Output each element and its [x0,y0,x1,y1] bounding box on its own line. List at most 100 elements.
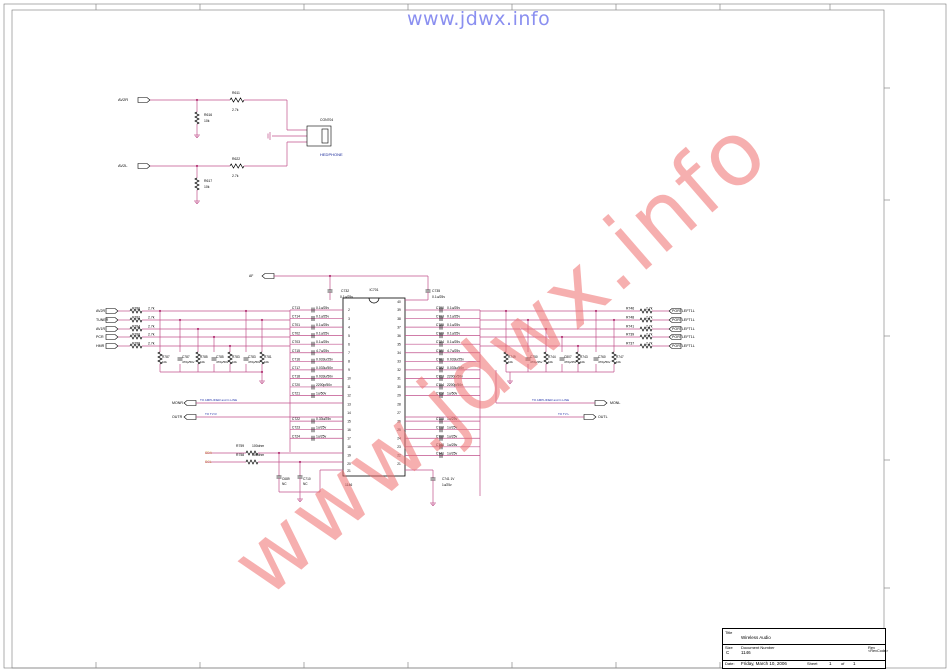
ic-pin-number: 28 [397,402,401,406]
capacitor-value: 0.033u/25v [447,357,464,361]
ic-body [342,297,406,477]
resistor-value: 2.7k [148,325,155,329]
resistor [639,334,653,340]
resistor [229,97,245,103]
capacitor-value: 4.7u/25v [316,349,329,353]
resistor [575,351,581,365]
capacitor-value: 0.1u/25v [447,315,460,319]
capacitor-ref: C785 [436,323,444,327]
input-port [105,317,119,323]
resistor-value: 10k [204,185,210,189]
port-label: PORTLEFT1L [672,335,695,339]
title-value: Wireless Audio [741,635,771,640]
rev-value: <RevCode> [868,649,889,653]
resistor-value: 2.7k [148,307,155,311]
shunt-ref: C807 [564,355,572,359]
ic-pin-number: 4 [348,325,350,329]
ic-pin-number: 33 [397,360,401,364]
ic-pin-number: 8 [348,360,350,364]
resistor-value: 2.7k [148,342,155,346]
resistor-value: 100ohm [252,453,264,457]
capacitor-value: NC [303,482,308,486]
resistor-value: 10k [204,119,210,123]
resistor [194,111,200,125]
input-port [668,343,682,349]
ic-pin-number: 9 [348,368,350,372]
resistor [245,459,259,465]
shunt-ref: R783 [232,355,240,359]
capacitor-ref: C732 [341,289,349,293]
capacitor-value: 0.1u/25v [316,306,329,310]
ic-pin-number: 24 [397,436,401,440]
shunt-ref: R749 [508,355,516,359]
capacitor-ref: C689 [282,477,290,481]
document-number-label: Document Number [741,645,775,650]
port-label: MONL [610,401,620,405]
title-block: Title Wireless Audio Size C Document Num… [722,628,889,669]
port-label: HMR [96,344,105,348]
size-label: Size [725,645,733,650]
output-note: TO TV R [205,412,218,416]
capacitor-ref: C714 [292,315,300,319]
ic-pin-number: 40 [397,300,401,304]
ic-pin-number: 10 [347,377,351,381]
shunt-ref: C783 [248,355,256,359]
capacitor-value: 0.033u/50v [447,366,464,370]
capacitor-ref: C740 [436,443,444,447]
capacitor-value: 1u/50v [447,392,457,396]
shunt-ref: R781 [264,355,272,359]
capacitor-value: 1u/25v [447,426,457,430]
capacitor-value: 1u/25v [447,417,457,421]
capacitor-value: 0.033u/25v [316,357,333,361]
resistor-ref: R622 [232,157,240,161]
capacitor-ref: C724 [292,434,300,438]
resistor [639,317,653,323]
resistor [129,326,143,332]
capacitor-ref: C718 [292,374,300,378]
input-port [668,317,682,323]
resistor-ref: R786 [132,333,140,337]
ic-pin-number: 16 [347,428,351,432]
resistor-value: 100ohm [252,444,264,448]
ic-notch [368,297,380,304]
capacitor-value: 0.033u/50v [316,374,333,378]
capacitor-ref: C781 [436,357,444,361]
ic-pin-number: 34 [397,351,401,355]
ic-pin-number: 23 [397,445,401,449]
resistor-ref: R741 [626,325,634,329]
capacitor-value: 4.7u/25v [447,349,460,353]
ic-pin-number: 32 [397,368,401,372]
resistor [639,308,653,314]
headphone-input-port [137,163,151,169]
resistor-ref: R748 [626,316,634,320]
resistor-value: 2.7k [232,174,239,178]
border-ticks [95,4,890,668]
title-label: Title [725,630,733,635]
resistor-ref: R784 [132,325,140,329]
shunt-value: 10k [200,360,205,364]
capacitor-value: 1u/25v [447,434,457,438]
resistor-value: 2.7k [646,342,653,346]
capacitor-value: 1u/25v [447,451,457,455]
headphone-input-port [137,97,151,103]
resistor [194,177,200,191]
capacitor-value: 0.1u/25v [316,315,329,319]
supply-port [261,273,275,279]
input-port [668,326,682,332]
capacitor-value: 0.033u/50v [316,366,333,370]
capacitor-ref: C755 [436,417,444,421]
resistor [195,351,201,365]
ic-pin-number: 21 [347,469,351,473]
output-note: TO TV L [558,412,570,416]
capacitor-ref: C780 [436,349,444,353]
capacitor-value: 0.1u/25v [447,332,460,336]
shunt-value: 470p/50v [598,360,611,364]
capacitor-value: 0.1u/25v [316,323,329,327]
capacitor-value: 1u/25v [316,426,326,430]
ic-pin-number: 18 [347,445,351,449]
capacitor-value: 0.1u/25v [316,332,329,336]
capacitor-value: 1u/25v [316,434,326,438]
ic-pin-number: 13 [347,402,351,406]
resistor-value: 2.7k [646,307,653,311]
resistor [129,334,143,340]
